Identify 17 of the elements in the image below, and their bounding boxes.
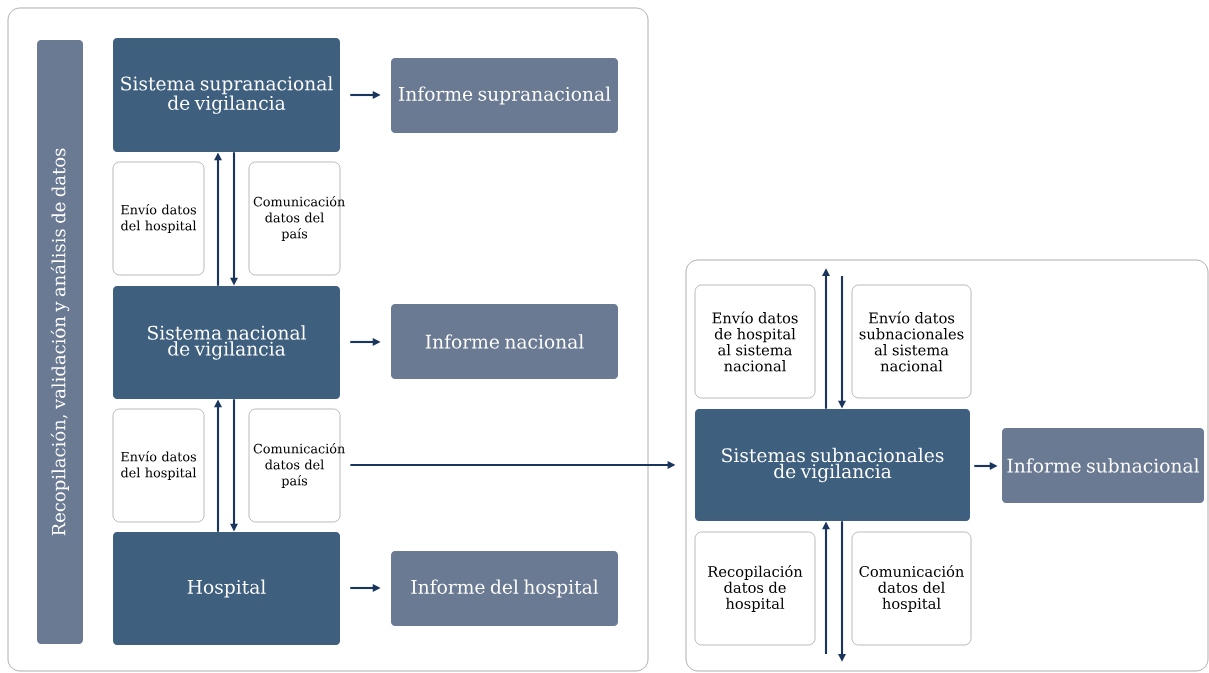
note-box: Envío datos del hospital: [112, 161, 205, 276]
note-box: Recopilación datos de hospital: [694, 531, 816, 646]
note-box: Envío datos del hospital: [112, 408, 205, 523]
report-box: Informe del hospital: [391, 551, 618, 626]
system-box: Sistemas subnacionales de vigilancia: [695, 409, 970, 521]
note-box: Comunicación datos del país: [248, 161, 345, 276]
report-box: Informe subnacional: [1002, 428, 1204, 503]
note-box: Envío datos subnacionales al sistema nacional: [851, 284, 972, 399]
system-box: Sistema supranacional de vigilancia: [113, 38, 340, 152]
side-banner: Recopilación, validación y análisis de datos: [37, 40, 83, 644]
note-box: Comunicación datos del hospital: [851, 531, 972, 646]
system-box: Sistema nacional de vigilancia: [113, 286, 340, 399]
report-box: Informe nacional: [391, 304, 618, 379]
note-box: Comunicación datos del país: [248, 408, 345, 523]
system-box: Hospital: [113, 532, 340, 645]
report-box: Informe supranacional: [391, 58, 618, 133]
note-box: Envío datos de hospital al sistema nacional: [694, 284, 816, 399]
